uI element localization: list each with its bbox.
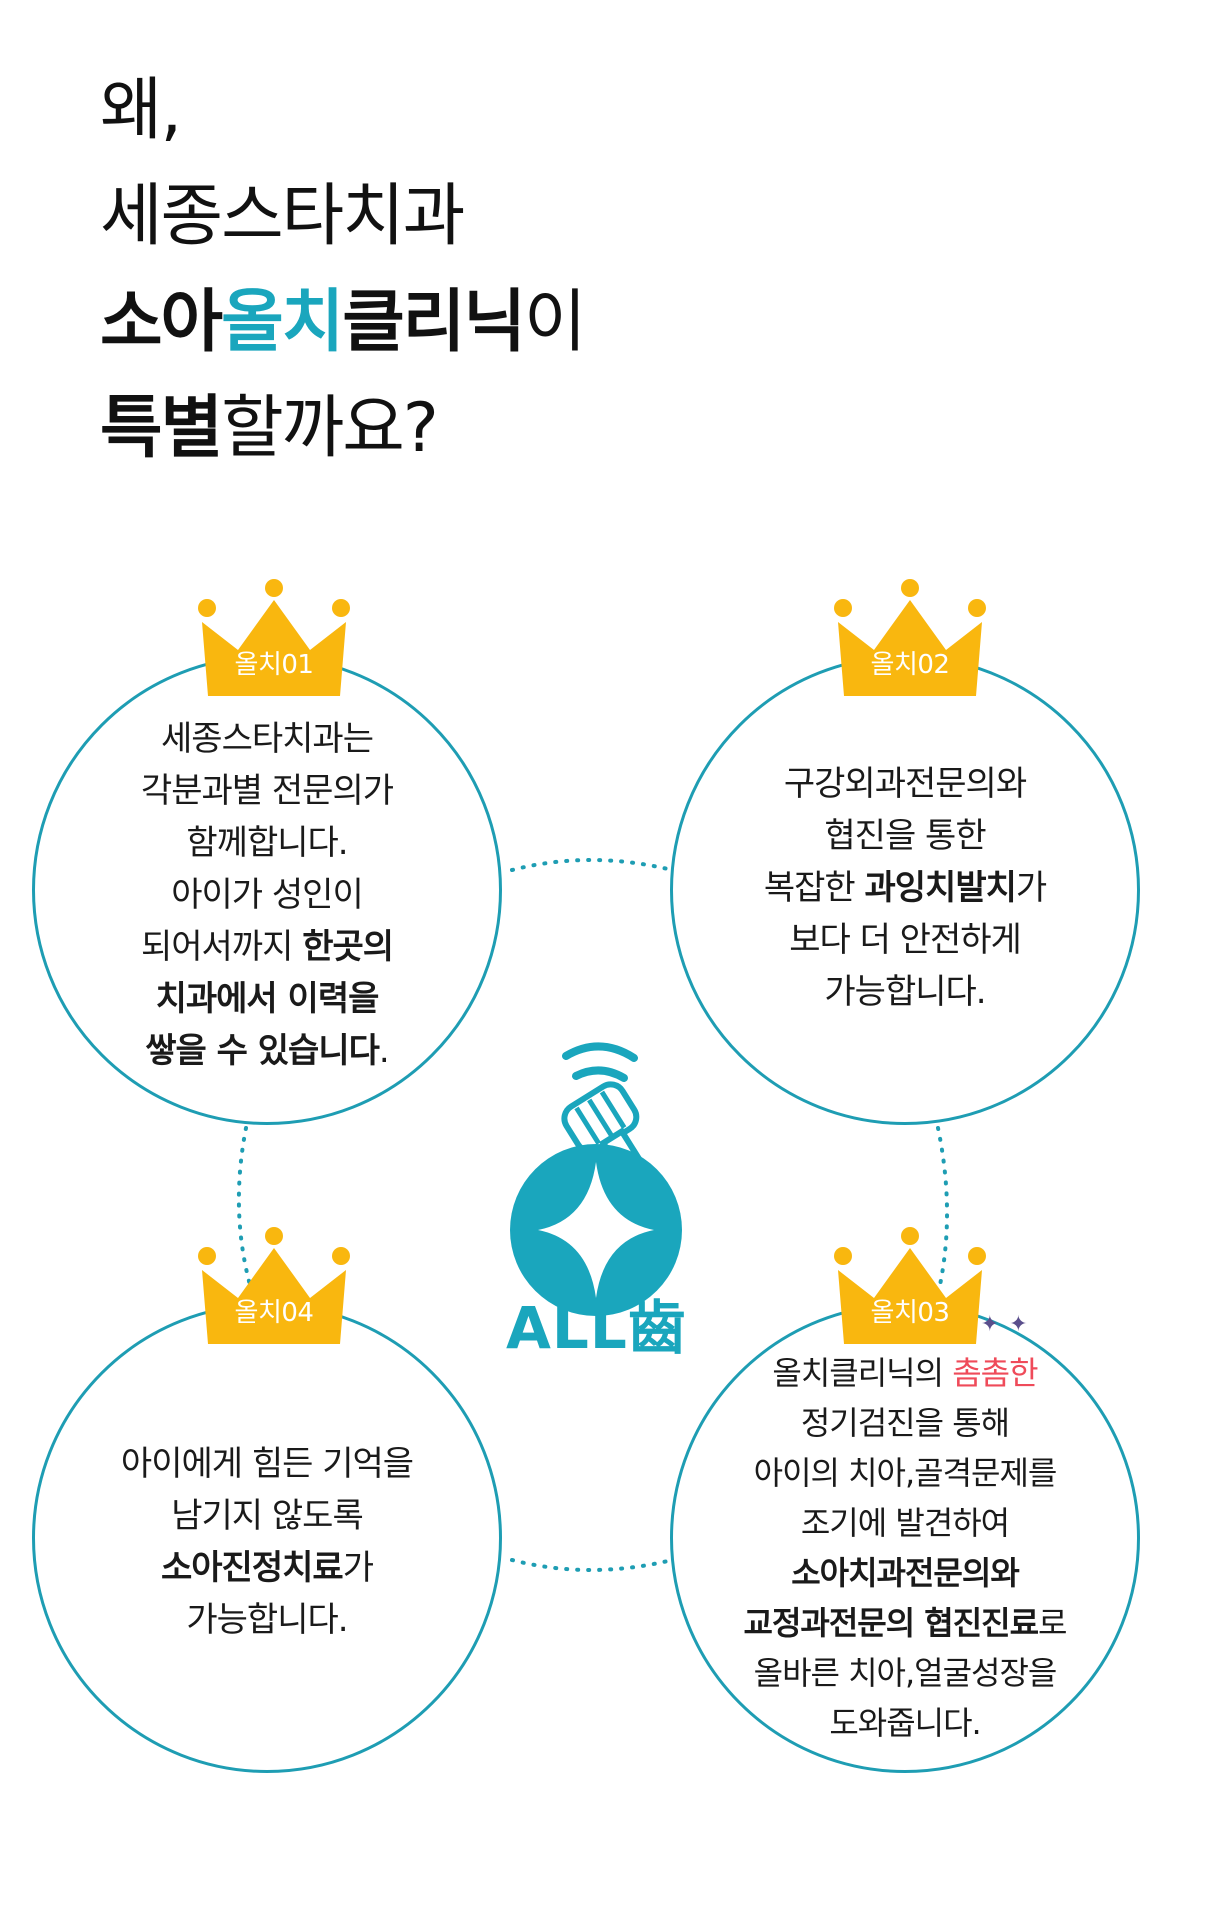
headline-soa: 소아 xyxy=(100,283,223,362)
card-01-text-bold: 쌓을 수 있습니다 xyxy=(145,1031,380,1071)
headline-line-3: 소아올치클리닉이 xyxy=(100,270,587,376)
card-03-text: 올치클리닉의 ✦✦✦촘촘한 정기검진을 통해 아이의 치아,골격문제를 조기에 … xyxy=(743,1314,1068,1748)
page-headline: 왜, 세종스타치과 소아올치클리닉이 특별할까요? xyxy=(100,58,587,482)
card-03-line: 소아치과전문의와 xyxy=(791,1554,1020,1592)
card-04-line: 아이에게 힘든 기억을 xyxy=(120,1444,414,1484)
headline-line-4: 특별할까요? xyxy=(100,376,585,482)
card-01-line: 치과에서 이력을 xyxy=(155,979,380,1019)
card-04-line: 가능합니다. xyxy=(186,1600,348,1640)
logo-text: ALL齒 xyxy=(506,1294,687,1362)
card-02-line: 구강외과전문의와 xyxy=(783,764,1027,804)
headline-line-2: 세종스타치과 xyxy=(100,177,465,256)
crown-label: 올치02 xyxy=(870,650,950,680)
card-03-line: 올바른 치아,얼굴성장을 xyxy=(753,1654,1058,1692)
card-03-text-regular: 올치클리닉의 xyxy=(772,1354,953,1392)
card-olchi-03: 올치클리닉의 ✦✦✦촘촘한 정기검진을 통해 아이의 치아,골격문제를 조기에 … xyxy=(670,1303,1140,1773)
card-02-text-regular: 복잡한 xyxy=(763,868,865,908)
card-03-text-bold: 교정과전문의 협진진료 xyxy=(743,1604,1040,1642)
crown-label: 올치01 xyxy=(234,650,314,680)
card-02-text-bold: 과잉치발치 xyxy=(864,868,1016,908)
card-02-line: 복잡한 과잉치발치가 xyxy=(763,862,1047,914)
card-01-text-bold: 한곳의 xyxy=(302,927,394,967)
card-01-text-regular: 되어서까지 xyxy=(140,927,303,967)
card-03-highlight-text: 촘촘한 xyxy=(952,1354,1038,1392)
card-01-line: 각분과별 전문의가 xyxy=(140,771,394,811)
card-olchi-02: 구강외과전문의와 협진을 통한 복잡한 과잉치발치가 보다 더 안전하게 가능합… xyxy=(670,655,1140,1125)
headline-line-1: 왜, xyxy=(100,71,182,150)
crown-icon xyxy=(834,579,986,696)
crown-badge-03: 올치03 xyxy=(830,1226,990,1356)
card-02-line: 보다 더 안전하게 xyxy=(789,920,1022,960)
crown-icon xyxy=(198,579,350,696)
card-04-text: 아이에게 힘든 기억을 남기지 않도록 소아진정치료가 가능합니다. xyxy=(120,1438,414,1646)
headline-special: 특별 xyxy=(100,389,223,468)
headline-olchi: 올치 xyxy=(221,283,344,362)
card-03-line: 조기에 발견하여 xyxy=(800,1504,1010,1542)
card-03-text-regular: 로 xyxy=(1038,1604,1067,1642)
card-03-line: 교정과전문의 협진진료로 xyxy=(743,1598,1068,1648)
card-olchi-01: 세종스타치과는 각분과별 전문의가 함께합니다. 아이가 성인이 되어서까지 한… xyxy=(32,655,502,1125)
card-03-line: 도와줍니다. xyxy=(829,1704,981,1742)
crown-icon xyxy=(198,1227,350,1344)
card-olchi-04: 아이에게 힘든 기억을 남기지 않도록 소아진정치료가 가능합니다. xyxy=(32,1303,502,1773)
card-01-line: 아이가 성인이 xyxy=(171,875,364,915)
card-04-text-bold: 소아진정치료 xyxy=(161,1548,344,1588)
crown-icon xyxy=(834,1227,986,1344)
card-01-text: 세종스타치과는 각분과별 전문의가 함께합니다. 아이가 성인이 되어서까지 한… xyxy=(140,713,394,1077)
card-02-line: 가능합니다. xyxy=(824,972,986,1012)
crown-badge-01: 올치01 xyxy=(194,578,354,708)
card-01-line: 쌓을 수 있습니다. xyxy=(141,1025,393,1077)
card-01-line: 되어서까지 한곳의 xyxy=(140,921,394,973)
card-04-line: 남기지 않도록 xyxy=(171,1496,364,1536)
headline-question: 할까요? xyxy=(221,389,439,468)
card-03-line: 아이의 치아,골격문제를 xyxy=(753,1454,1058,1492)
card-04-line: 소아진정치료가 xyxy=(121,1542,413,1594)
card-01-line: 함께합니다. xyxy=(186,823,348,863)
card-01-text-regular: . xyxy=(378,1031,390,1071)
headline-clinic: 클리닉 xyxy=(342,283,526,362)
crown-label: 올치04 xyxy=(234,1298,314,1328)
headline-particle: 이 xyxy=(523,283,587,362)
card-04-text-regular: 가 xyxy=(342,1548,374,1588)
card-02-text: 구강외과전문의와 협진을 통한 복잡한 과잉치발치가 보다 더 안전하게 가능합… xyxy=(763,758,1047,1018)
crown-badge-02: 올치02 xyxy=(830,578,990,708)
tooth-sparkle-icon xyxy=(510,1042,682,1316)
crown-label: 올치03 xyxy=(870,1298,950,1328)
card-03-line: 정기검진을 통해 xyxy=(800,1404,1010,1442)
card-02-line: 협진을 통한 xyxy=(824,816,986,856)
card-01-line: 세종스타치과는 xyxy=(161,719,374,759)
crown-badge-04: 올치04 xyxy=(194,1226,354,1356)
card-02-text-regular: 가 xyxy=(1015,868,1047,908)
